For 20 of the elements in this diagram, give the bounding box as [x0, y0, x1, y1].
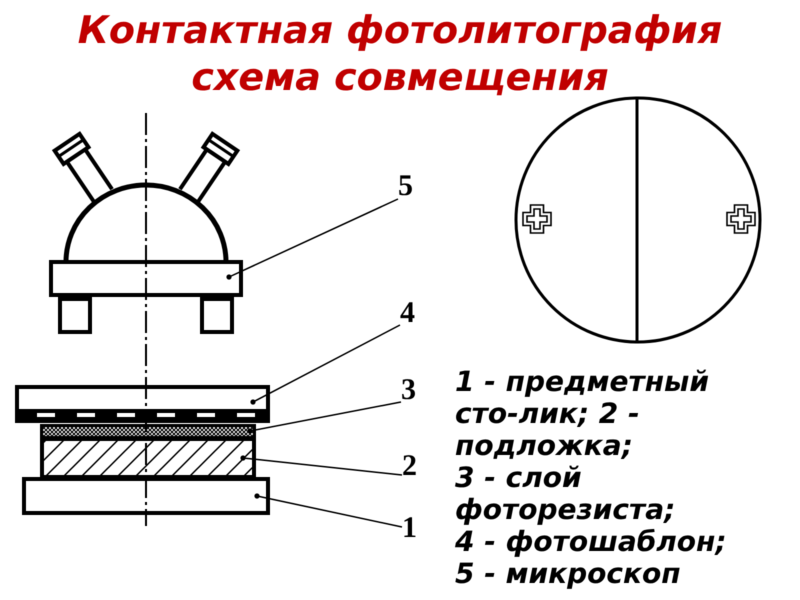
leader-line — [254, 493, 402, 528]
leader-line — [247, 401, 402, 434]
callout-number: 1 — [402, 513, 417, 543]
callout-number: 2 — [402, 451, 417, 481]
key-text: 4 - фотошаблон; — [455, 526, 728, 558]
stage-plate — [22, 477, 270, 515]
callout-number: 4 — [400, 298, 415, 328]
key-text: 5 - микроскоп — [455, 558, 682, 590]
leader-line — [226, 198, 398, 280]
callout-number: 3 — [401, 375, 416, 405]
substrate-block — [40, 437, 256, 479]
photomask-plate — [15, 385, 270, 423]
key-text: 3 - слой фоторезиста; — [455, 462, 676, 526]
leader-line — [240, 455, 402, 476]
leader-line — [250, 324, 400, 405]
photoresist-layer — [40, 424, 256, 439]
callout-number: 5 — [398, 171, 413, 201]
title: Контактная фотолитография схема совмещения — [76, 7, 724, 101]
key-text: 1 - предметный сто-лик; 2 - подложка; — [455, 366, 710, 462]
microscope-body — [49, 260, 243, 297]
